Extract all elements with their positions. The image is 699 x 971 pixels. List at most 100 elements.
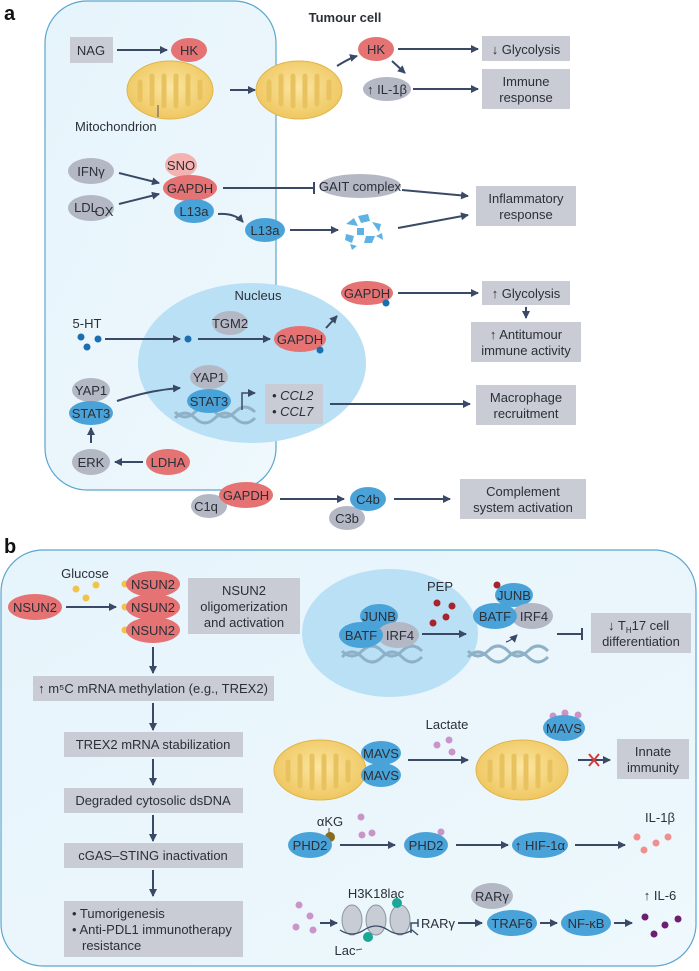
row-complement: C1q GAPDH C3b C4b Complement system acti… <box>191 479 586 530</box>
yap1-outer-label: YAP1 <box>75 383 107 398</box>
nag-label: NAG <box>77 43 105 58</box>
nsun2-oligo-1: NSUN2 <box>131 577 175 592</box>
blocked-x-icon <box>588 753 600 767</box>
lac-label: Lac <box>335 943 356 958</box>
inflam-l2: response <box>499 207 552 222</box>
innate-l1: Innate <box>635 744 671 759</box>
c3b-label: C3b <box>335 511 359 526</box>
oligo-l3: and activation <box>204 615 284 630</box>
c1q-label: C1q <box>194 499 218 514</box>
oligo-l1: NSUN2 <box>222 583 266 598</box>
stabilization-label: TREX2 mRNA stabilization <box>76 737 231 752</box>
th17-l1: ↓ TH17 cell <box>608 618 669 635</box>
complement-l1: Complement <box>486 484 560 499</box>
nsun2-monomer-label: NSUN2 <box>13 600 57 615</box>
junb2-label: JUNB <box>497 588 531 603</box>
outcome-2: • Anti-PDL1 immunotherapy <box>72 922 232 937</box>
hk-protein <box>171 38 207 62</box>
gapdh-label: GAPDH <box>167 181 213 196</box>
erk-label: ERK <box>78 455 105 470</box>
nucleosome-icon <box>339 904 419 936</box>
methylation-label: ↑ m⁵C mRNA methylation (e.g., TREX2) <box>38 681 268 696</box>
nsun2-pathway: Glucose NSUN2 NSUN2 NSUN2 NSUN2 NSUN2 ol… <box>8 566 300 957</box>
mavs-pathway: MAVS MAVS Lactate MAVS Innate immunity <box>273 709 689 801</box>
batf2-label: BATF <box>479 609 511 624</box>
l13a-free-label: L13a <box>251 223 281 238</box>
ldl-sub: OX <box>95 204 114 219</box>
rarg-protein-label: RARγ <box>475 889 509 904</box>
hk-released-label: HK <box>367 42 385 57</box>
ldl-label: LDL <box>74 200 98 215</box>
immune-response-l2: response <box>499 90 552 105</box>
complement-l2: system activation <box>473 500 573 515</box>
glucose-label: Glucose <box>61 566 109 581</box>
hif-label: ↑ HIF-1α <box>515 838 566 853</box>
il1b-protein <box>363 77 411 101</box>
ccl-genes-box <box>265 384 323 424</box>
ldha-label: LDHA <box>151 455 186 470</box>
rarg-pathway: H3K18lac Lac RARγ RARγ TRAF6 NF-κB ↑ IL-… <box>292 883 682 958</box>
row-5ht: 5-HT TGM2 GAPDH GAPDH ↑ Glycolysis ↑ Ant… <box>73 281 581 362</box>
mitochondrion-icon-2 <box>255 60 343 120</box>
nag-box <box>70 37 113 63</box>
macrophage-box <box>476 385 576 425</box>
gait-complex-label: GAIT complex <box>319 179 402 194</box>
hk-protein-released <box>358 37 394 61</box>
sno-label: SNO <box>167 158 195 173</box>
tumour-cell-title: Tumour cell <box>309 10 382 25</box>
immune-response-box <box>482 69 570 109</box>
outcomes-box <box>64 901 243 957</box>
row-yap-stat: YAP1 STAT3 YAP1 STAT3 • CCL2 • CCL7 Macr… <box>69 365 576 475</box>
antitumour-l2: immune activity <box>481 343 571 358</box>
antitumour-l1: ↑ Antitumour <box>490 327 563 342</box>
nsun2-oligo-2: NSUN2 <box>131 600 175 615</box>
gapdh-complement-label: GAPDH <box>223 488 269 503</box>
phd2b-label: PHD2 <box>409 838 444 853</box>
ccl2-label: • CCL2 <box>272 388 314 403</box>
cgas-label: cGAS–STING inactivation <box>78 848 228 863</box>
mavs2-label: MAVS <box>363 768 399 783</box>
nfkb-label: NF-κB <box>568 916 605 931</box>
mavs1-label: MAVS <box>363 746 399 761</box>
mavs3-label: MAVS <box>546 721 582 736</box>
pep-label: PEP <box>427 579 453 594</box>
glycolysis-down-box <box>482 36 570 61</box>
macro-l2: recruitment <box>493 406 558 421</box>
inflam-l1: Inflammatory <box>488 191 564 206</box>
phd2-pathway: αKG PHD2 PHD2 ↑ HIF-1α IL-1β <box>288 810 675 858</box>
stabilization-box <box>64 732 243 757</box>
degraded-dsdna-box <box>64 788 243 813</box>
mitochondrion-label: Mitochondrion <box>75 119 157 134</box>
glycolysis-up-label: ↑ Glycolysis <box>492 286 561 301</box>
junb-label: JUNB <box>362 609 396 624</box>
il1b-b-label: IL-1β <box>645 810 675 825</box>
nucleus-label: Nucleus <box>235 288 282 303</box>
akg-label: αKG <box>317 814 343 829</box>
ccl7-label: • CCL7 <box>272 404 314 419</box>
panel-a-label: a <box>4 3 16 25</box>
macro-l1: Macrophage <box>490 390 562 405</box>
degraded-label: Degraded cytosolic dsDNA <box>75 793 231 808</box>
innate-immunity-box <box>617 739 689 779</box>
methylation-box <box>33 676 274 701</box>
complement-box <box>460 479 586 519</box>
il1b-label: ↑ IL-1β <box>367 82 407 97</box>
hk-label: HK <box>180 43 198 58</box>
batf-label: BATF <box>345 628 377 643</box>
oligo-l2: oligomerization <box>200 599 287 614</box>
traf6-label: TRAF6 <box>491 916 532 931</box>
yap1-inner-label: YAP1 <box>193 370 225 385</box>
nsun2-oligo-3: NSUN2 <box>131 623 175 638</box>
cgas-sting-box <box>64 843 243 868</box>
oligomerization-box <box>188 578 300 634</box>
innate-l2: immunity <box>627 760 680 775</box>
phd2a-label: PHD2 <box>293 838 328 853</box>
outcome-3: resistance <box>82 938 141 953</box>
l13a-bound-label: L13a <box>180 204 210 219</box>
h3k18lac-label: H3K18lac <box>348 886 405 901</box>
gapdh-nuclear-label: GAPDH <box>277 332 323 347</box>
lactate-label: Lactate <box>426 717 469 732</box>
il6-label: ↑ IL-6 <box>644 888 677 903</box>
outcome-1: • Tumorigenesis <box>72 906 165 921</box>
irf4-2-label: IRF4 <box>520 609 548 624</box>
